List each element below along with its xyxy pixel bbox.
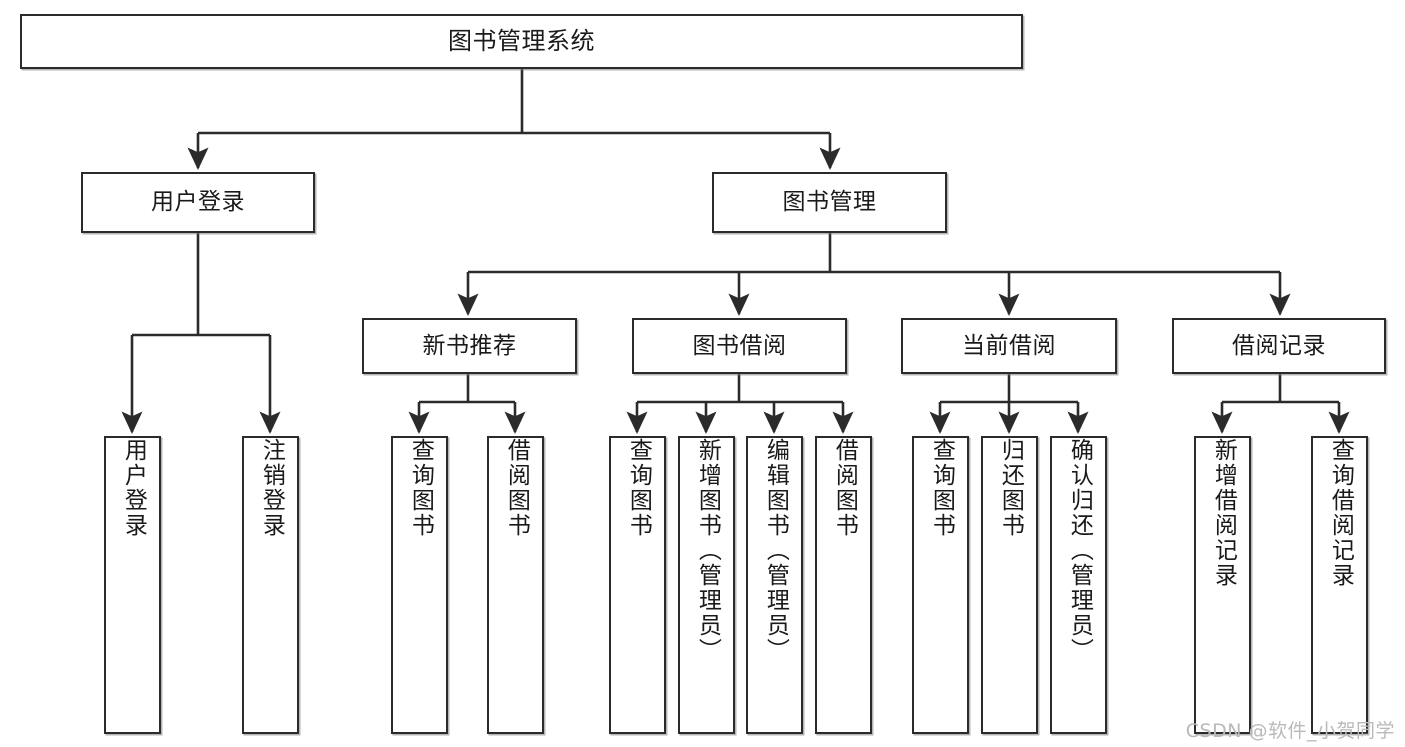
node-book-management[interactable]: 图书管理 bbox=[712, 172, 947, 233]
leaf-new-book-query-label: 查询图书 bbox=[407, 438, 434, 538]
node-borrow-record[interactable]: 借阅记录 bbox=[1172, 318, 1386, 374]
leaf-current-borrow-return-label: 归还图书 bbox=[997, 438, 1024, 538]
leaf-borrow-record-query[interactable]: 查询借阅记录 bbox=[1311, 436, 1368, 734]
leaf-book-borrow-query-label: 查询图书 bbox=[625, 438, 652, 538]
leaf-borrow-record-add-label: 新增借阅记录 bbox=[1210, 438, 1237, 588]
node-book-borrow-label: 图书借阅 bbox=[692, 332, 787, 359]
node-root-system[interactable]: 图书管理系统 bbox=[20, 14, 1023, 69]
leaf-book-borrow-query[interactable]: 查询图书 bbox=[609, 436, 666, 734]
node-root-system-label: 图书管理系统 bbox=[448, 26, 595, 55]
leaf-book-borrow-edit[interactable]: 编辑图书（管理员） bbox=[746, 436, 803, 734]
node-current-borrow-label: 当前借阅 bbox=[962, 332, 1056, 359]
leaf-current-borrow-confirm-return[interactable]: 确认归还（管理员） bbox=[1050, 436, 1107, 734]
leaf-current-borrow-return[interactable]: 归还图书 bbox=[981, 436, 1038, 734]
csdn-watermark: CSDN @软件_小贺同学 bbox=[1185, 720, 1395, 742]
node-user-login[interactable]: 用户登录 bbox=[81, 172, 315, 233]
leaf-new-book-borrow[interactable]: 借阅图书 bbox=[487, 436, 544, 734]
leaf-current-borrow-query-label: 查询图书 bbox=[928, 438, 955, 538]
leaf-book-borrow-borrow-label: 借阅图书 bbox=[831, 438, 858, 538]
leaf-borrow-record-add[interactable]: 新增借阅记录 bbox=[1194, 436, 1251, 734]
leaf-book-borrow-edit-label: 编辑图书（管理员） bbox=[762, 438, 789, 663]
node-book-management-label: 图书管理 bbox=[782, 189, 877, 216]
leaf-book-borrow-add[interactable]: 新增图书（管理员） bbox=[678, 436, 735, 734]
leaf-book-borrow-add-label: 新增图书（管理员） bbox=[694, 438, 721, 663]
leaf-new-book-query[interactable]: 查询图书 bbox=[391, 436, 448, 734]
leaf-book-borrow-borrow[interactable]: 借阅图书 bbox=[815, 436, 872, 734]
leaf-borrow-record-query-label: 查询借阅记录 bbox=[1327, 438, 1354, 588]
leaf-current-borrow-confirm-return-label: 确认归还（管理员） bbox=[1066, 438, 1093, 663]
leaf-user-login-logout[interactable]: 注销登录 bbox=[242, 436, 299, 734]
leaf-current-borrow-query[interactable]: 查询图书 bbox=[912, 436, 969, 734]
node-new-book-recommend[interactable]: 新书推荐 bbox=[362, 318, 577, 374]
leaf-user-login-login-label: 用户登录 bbox=[120, 438, 147, 538]
node-current-borrow[interactable]: 当前借阅 bbox=[901, 318, 1117, 374]
leaf-user-login-logout-label: 注销登录 bbox=[258, 438, 285, 538]
leaf-user-login-login[interactable]: 用户登录 bbox=[104, 436, 161, 734]
node-user-login-label: 用户登录 bbox=[151, 189, 245, 216]
node-book-borrow[interactable]: 图书借阅 bbox=[632, 318, 847, 374]
leaf-new-book-borrow-label: 借阅图书 bbox=[503, 438, 530, 538]
node-new-book-recommend-label: 新书推荐 bbox=[422, 332, 517, 359]
node-borrow-record-label: 借阅记录 bbox=[1232, 332, 1326, 359]
